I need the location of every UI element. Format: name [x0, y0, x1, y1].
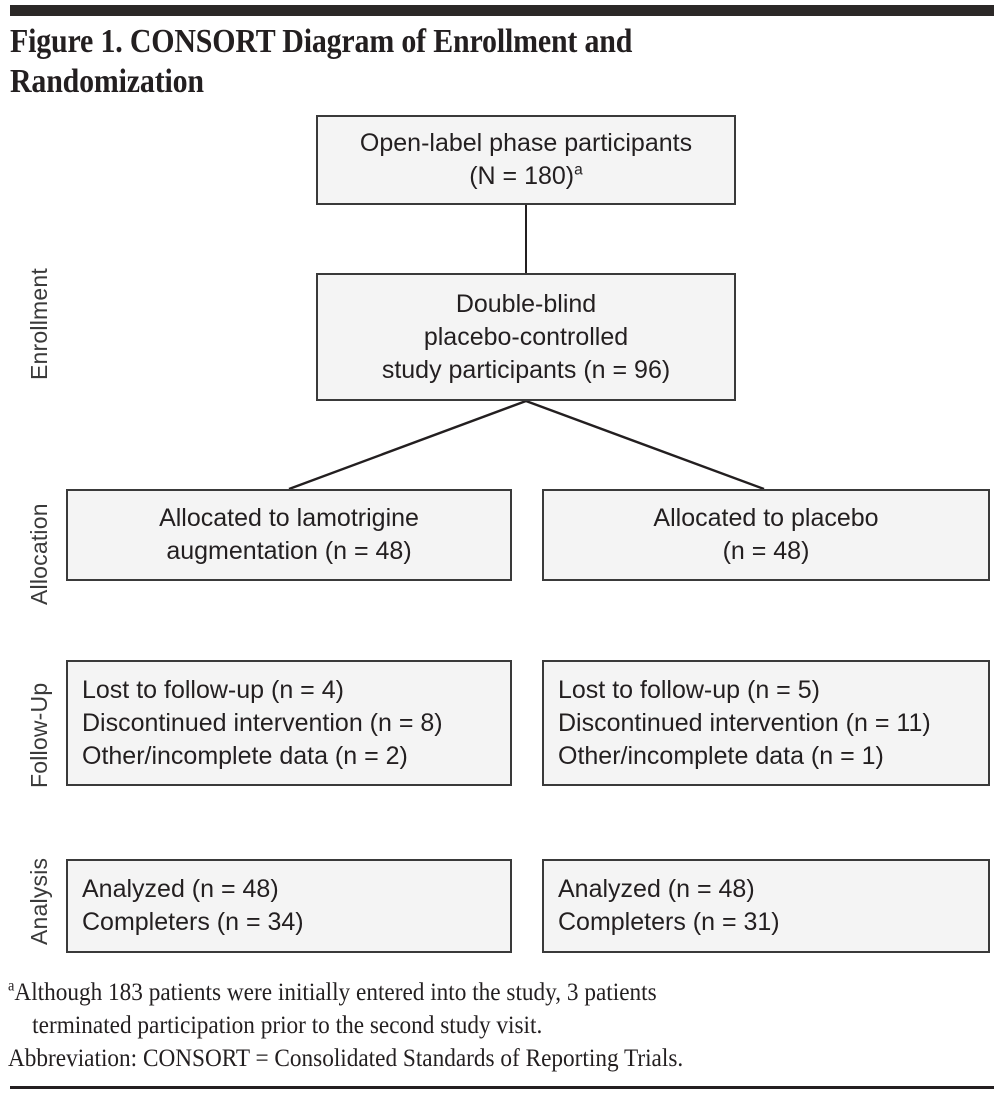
- followup-lamotrigine-line-2: Discontinued intervention (n = 8): [82, 708, 443, 737]
- double-blind-line-3: study participants (n = 96): [381, 355, 671, 384]
- footnote-a-line-1: Although 183 patients were initially ent…: [14, 979, 657, 1006]
- double-blind-line-2: placebo-controlled: [423, 322, 629, 351]
- bottom-rule: [10, 1086, 994, 1089]
- box-followup-placebo: Lost to follow-up (n = 5) Discontinued i…: [542, 660, 990, 786]
- figure-footnotes: aAlthough 183 patients were initially en…: [8, 976, 931, 1075]
- open-label-line-2: (N = 180)a: [469, 160, 583, 193]
- box-open-label-participants: Open-label phase participants (N = 180)a: [316, 115, 736, 205]
- analysis-lamotrigine-line-2: Completers (n = 34): [82, 908, 304, 936]
- alloc-placebo-line-1: Allocated to placebo: [653, 504, 879, 532]
- box-allocated-placebo: Allocated to placebo (n = 48): [542, 489, 990, 581]
- footnote-marker-a-ref: a: [574, 161, 583, 179]
- figure-title: Figure 1. CONSORT Diagram of Enrollment …: [10, 23, 633, 100]
- box-double-blind-participants: Double-blind placebo-controlled study pa…: [316, 273, 736, 401]
- analysis-placebo-line-2: Completers (n = 31): [558, 908, 780, 936]
- box-followup-lamotrigine: Lost to follow-up (n = 4) Discontinued i…: [66, 660, 512, 786]
- box-analysis-placebo: Analyzed (n = 48) Completers (n = 31): [542, 859, 990, 953]
- analysis-lamotrigine-line-1: Analyzed (n = 48): [82, 875, 279, 903]
- top-rule: [10, 5, 994, 16]
- alloc-lamotrigine-line-1: Allocated to lamotrigine: [159, 504, 419, 532]
- box-analysis-lamotrigine: Analyzed (n = 48) Completers (n = 34): [66, 859, 512, 953]
- open-label-line-1: Open-label phase participants: [359, 129, 693, 157]
- double-blind-line-1: Double-blind: [455, 289, 597, 318]
- followup-placebo-line-3: Other/incomplete data (n = 1): [558, 741, 884, 770]
- alloc-placebo-line-2: (n = 48): [722, 537, 810, 565]
- analysis-placebo-line-1: Analyzed (n = 48): [558, 875, 755, 903]
- footnote-marker-a: a: [8, 977, 15, 995]
- followup-placebo-line-1: Lost to follow-up (n = 5): [558, 675, 820, 704]
- footnote-a-line-2: terminated participation prior to the se…: [32, 1012, 543, 1039]
- connector-open-label-to-double-blind: [525, 205, 528, 273]
- footnote-abbreviation: Abbreviation: CONSORT = Consolidated Sta…: [8, 1045, 684, 1072]
- footnote-a: aAlthough 183 patients were initially en…: [8, 976, 931, 1042]
- followup-lamotrigine-line-1: Lost to follow-up (n = 4): [82, 675, 344, 704]
- alloc-lamotrigine-line-2: augmentation (n = 48): [166, 537, 412, 565]
- followup-lamotrigine-line-3: Other/incomplete data (n = 2): [82, 741, 408, 770]
- box-allocated-lamotrigine: Allocated to lamotrigine augmentation (n…: [66, 489, 512, 581]
- open-label-count: (N = 180): [469, 162, 575, 190]
- followup-placebo-line-2: Discontinued intervention (n = 11): [558, 708, 931, 737]
